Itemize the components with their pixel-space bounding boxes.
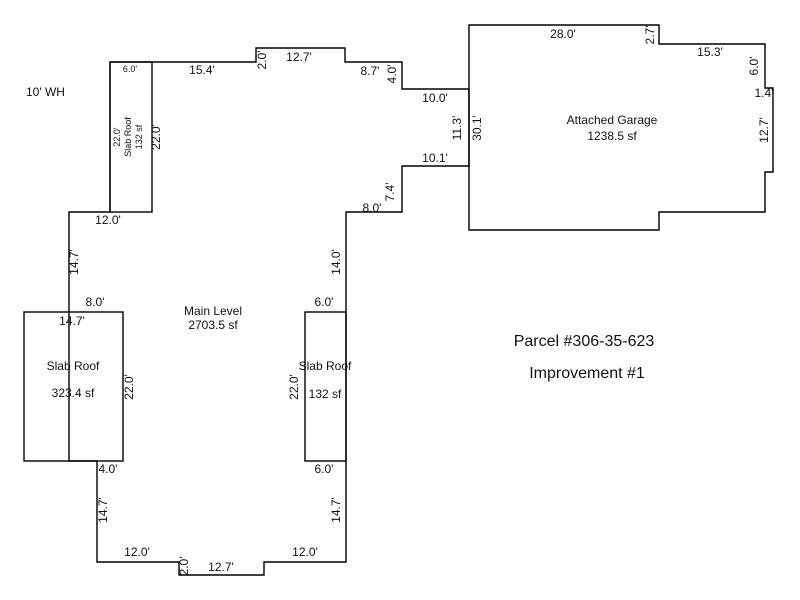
main-level-name: Main Level — [184, 304, 242, 318]
dim-stair-8-0: 8.0' — [363, 201, 382, 215]
top-slab-roof-outline — [109, 61, 153, 213]
dim-conn-10-1: 10.1' — [422, 151, 448, 165]
garage-outline — [468, 24, 774, 231]
dim-top-15-4: 15.4' — [189, 63, 215, 77]
dim-left-slab-14-7: 14.7' — [59, 314, 85, 328]
right-slab-name: Slab Roof — [299, 359, 352, 373]
dim-conn-11-3: 11.3' — [450, 116, 464, 141]
main-level-area: 2703.5 sf — [188, 318, 238, 332]
improvement-label: Improvement #1 — [529, 365, 645, 382]
dim-top-2-0: 2.0' — [255, 51, 269, 70]
dim-bottom-12-0-right: 12.0' — [292, 545, 318, 559]
dim-top-slab-width: 6.0' — [123, 64, 138, 74]
dim-right-slab-6-0-top: 6.0' — [315, 295, 334, 309]
dim-stair-7-4: 7.4' — [383, 183, 397, 202]
dim-right-slab-22-0: 22.0' — [287, 374, 301, 400]
dim-top-slab-outer: 22.0' — [149, 124, 163, 150]
top-slab-area: 132 sf — [134, 124, 144, 149]
dim-garage-30-1: 30.1' — [470, 115, 484, 141]
dim-top-slab-inner: 22.0' — [112, 127, 122, 147]
water-heater-label: 10' WH — [26, 85, 65, 99]
dim-garage-28-0: 28.0' — [550, 27, 576, 41]
parcel-label: Parcel #306-35-623 — [514, 333, 655, 350]
dim-garage-1-4: 1.4' — [755, 86, 774, 100]
dim-top-8-7: 8.7' — [361, 64, 380, 78]
left-slab-area: 323.4 sf — [52, 386, 95, 400]
dim-right-slab-6-0-bot: 6.0' — [315, 462, 334, 476]
dim-right-14-0: 14.0' — [329, 249, 343, 275]
dim-bottom-left-14-7: 14.7' — [96, 497, 110, 523]
dim-top-12-7: 12.7' — [286, 50, 312, 64]
dim-bottom-12-7: 12.7' — [208, 560, 234, 574]
dim-bottom-right-14-7: 14.7' — [329, 497, 343, 523]
dim-garage-2-7: 2.7' — [643, 26, 657, 45]
dim-garage-12-7: 12.7' — [757, 117, 771, 143]
dim-left-14-7: 14.7' — [67, 249, 81, 275]
dim-conn-10-0: 10.0' — [422, 91, 448, 105]
dim-top-4-0: 4.0' — [385, 65, 399, 84]
left-slab-name: Slab Roof — [47, 359, 100, 373]
right-slab-area: 132 sf — [309, 387, 342, 401]
top-slab-name: Slab Roof — [123, 117, 133, 157]
dim-left-8-0: 8.0' — [86, 295, 105, 309]
dim-bottom-12-0-left: 12.0' — [124, 545, 150, 559]
garage-name: Attached Garage — [567, 113, 658, 127]
dim-left-slab-4-0: 4.0' — [99, 462, 118, 476]
dim-garage-6-0: 6.0' — [747, 57, 761, 76]
right-slab-roof-outline — [304, 311, 347, 462]
dim-left-slab-22-0: 22.0' — [122, 374, 136, 400]
left-slab-roof-outline — [23, 311, 124, 462]
dim-left-12-0: 12.0' — [95, 213, 121, 227]
dim-bottom-2-0: 2.0' — [177, 557, 191, 576]
dim-garage-15-3: 15.3' — [697, 45, 723, 59]
garage-area: 1238.5 sf — [587, 129, 637, 143]
